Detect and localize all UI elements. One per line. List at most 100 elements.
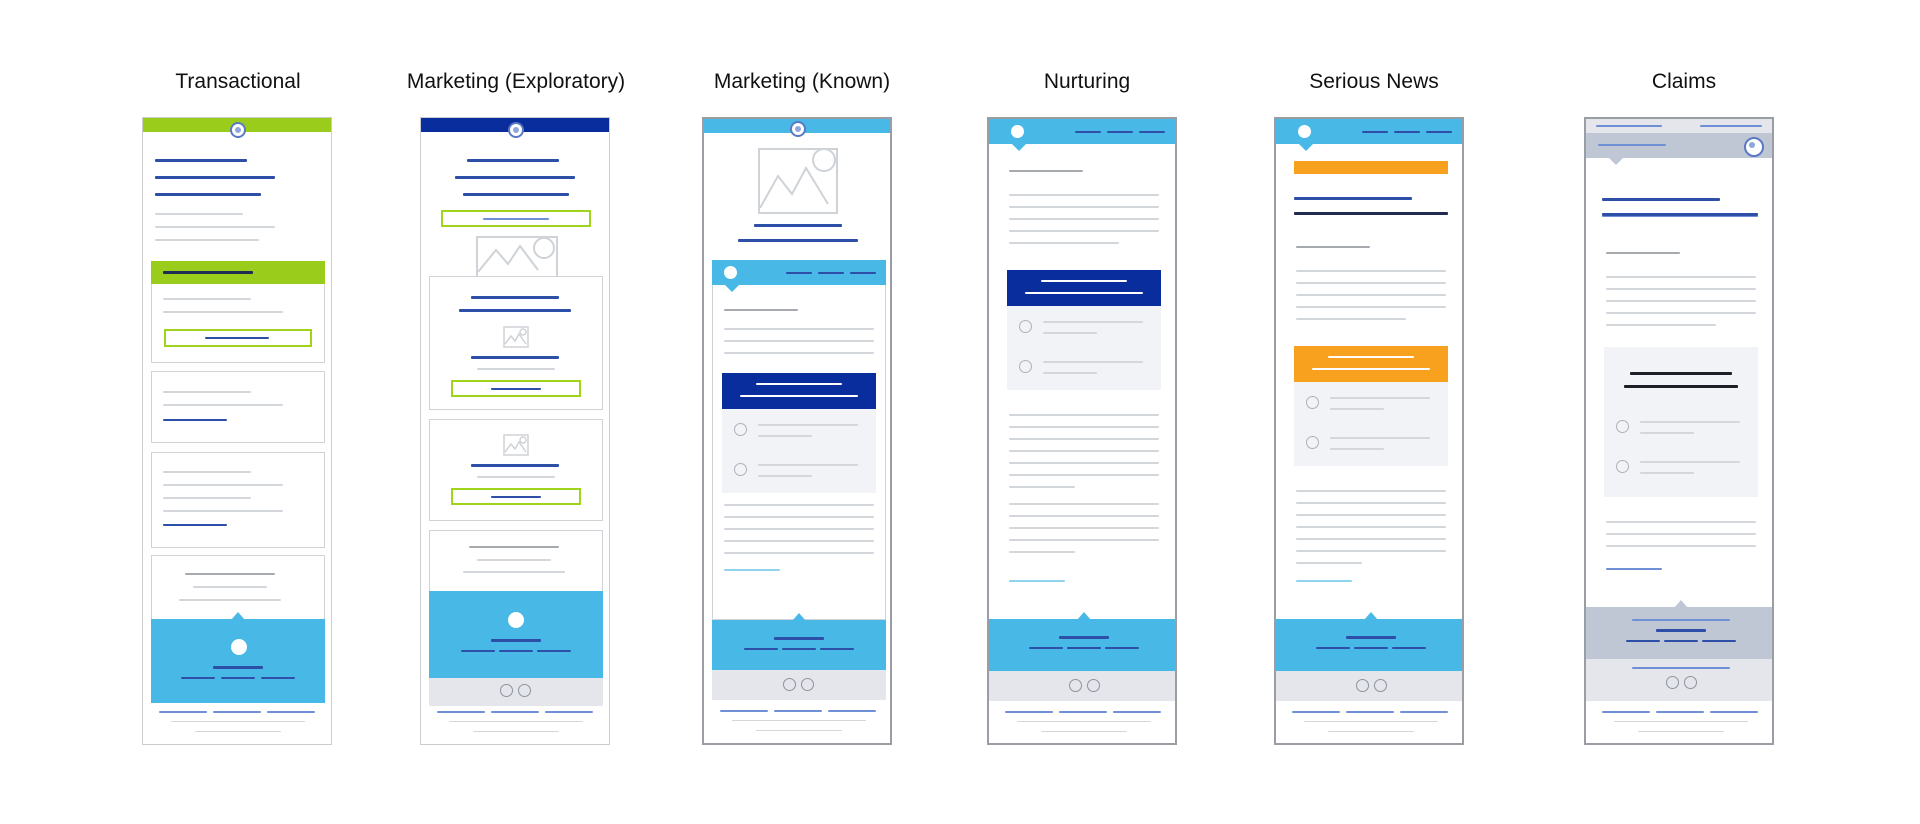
nav-link-line (1426, 131, 1452, 133)
radio-option-icon (734, 423, 747, 436)
nav-link-line (786, 272, 812, 274)
social-icon (1087, 679, 1100, 692)
text-line (463, 571, 565, 573)
feature-title-line (1312, 368, 1430, 370)
text-line (1606, 276, 1756, 278)
footer-text-line (1017, 721, 1151, 722)
text-line (1296, 526, 1446, 528)
contact-link (1626, 640, 1660, 642)
footer-link (1346, 711, 1394, 713)
content-card (429, 419, 603, 521)
link-line (163, 524, 227, 526)
text-line (1009, 206, 1159, 208)
feature-title-line (1041, 280, 1127, 282)
headline-underline (1602, 216, 1758, 217)
text-line (1043, 372, 1097, 374)
contact-panel (1276, 619, 1462, 671)
nav-link-line (1139, 131, 1165, 133)
contact-link (1067, 647, 1101, 649)
cta-button (441, 210, 591, 227)
contact-link (1664, 640, 1698, 642)
text-line (758, 475, 812, 477)
text-line (724, 328, 874, 330)
contact-link (820, 648, 854, 650)
text-line (477, 476, 555, 478)
text-line (758, 464, 858, 466)
social-icon (783, 678, 796, 691)
text-line (724, 516, 874, 518)
text-line (193, 586, 267, 588)
feature-title-line (1630, 372, 1732, 375)
nav-link-line (1075, 131, 1101, 133)
contact-line (1059, 636, 1109, 639)
content-card (151, 371, 325, 443)
cta-button (164, 329, 312, 347)
text-line (1296, 562, 1362, 564)
content-card (151, 452, 325, 548)
image-placeholder-icon (758, 148, 838, 214)
social-icon (1374, 679, 1387, 692)
feature-body (1007, 306, 1161, 390)
text-line (1009, 503, 1159, 505)
template-wireframe-marketing-exploratory (420, 117, 610, 745)
footer-link (1710, 711, 1758, 713)
text-line (477, 559, 551, 561)
text-line (1009, 462, 1159, 464)
footer-link (267, 711, 315, 713)
avatar-icon (1011, 125, 1024, 138)
social-bar (712, 670, 886, 700)
text-line (1606, 521, 1756, 523)
contact-line (1346, 636, 1396, 639)
text-line (1009, 551, 1075, 553)
text-line (1606, 312, 1756, 314)
text-line (1009, 170, 1083, 172)
text-line (163, 391, 251, 393)
text-line (163, 471, 251, 473)
footer-link (213, 711, 261, 713)
feature-header (722, 373, 876, 409)
text-line (1009, 515, 1159, 517)
footer-link (491, 711, 539, 713)
footer-link (774, 710, 822, 712)
logo-emblem-icon (508, 122, 524, 138)
cta-label-line (491, 496, 541, 498)
text-line (1009, 414, 1159, 416)
headline-line (455, 176, 575, 179)
template-wireframe-transactional (142, 117, 332, 745)
contact-link (1392, 647, 1426, 649)
text-line (1330, 408, 1384, 410)
footer-text-line (1304, 721, 1438, 722)
text-line (1296, 502, 1446, 504)
feature-title-line (1328, 356, 1414, 358)
title-transactional: Transactional (175, 70, 301, 93)
footer-link (159, 711, 207, 713)
footer-link (828, 710, 876, 712)
contact-link (1354, 647, 1388, 649)
link-line (1009, 580, 1065, 582)
text-line (163, 510, 283, 512)
text-line (724, 540, 874, 542)
footer-text-line (195, 731, 281, 732)
text-line (1296, 270, 1446, 272)
contact-panel (989, 619, 1175, 671)
footer-link (1059, 711, 1107, 713)
headline-line (754, 224, 842, 227)
image-placeholder-icon (503, 326, 529, 348)
radio-option-icon (1306, 396, 1319, 409)
contact-link (499, 650, 533, 652)
feature-body (1294, 382, 1448, 466)
text-line (1296, 282, 1446, 284)
text-line (185, 573, 275, 575)
notch-marker (1011, 143, 1027, 151)
footer-link (1005, 711, 1053, 713)
social-icon (1684, 676, 1697, 689)
contact-line (1632, 619, 1730, 621)
contact-panel (151, 619, 325, 703)
contact-link (537, 650, 571, 652)
footer-link (1400, 711, 1448, 713)
nav-link-line (1107, 131, 1133, 133)
text-line (1009, 194, 1159, 196)
text-line (1009, 426, 1159, 428)
headline-line (738, 239, 858, 242)
card-title-line (163, 271, 253, 274)
